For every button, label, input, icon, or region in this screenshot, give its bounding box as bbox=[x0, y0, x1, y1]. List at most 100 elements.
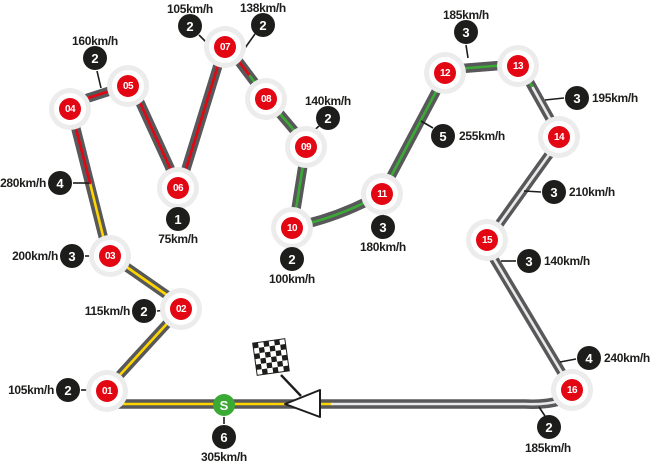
corner-06-number: 06 bbox=[173, 183, 184, 194]
gear-badge bbox=[542, 180, 566, 204]
corner-10-number: 10 bbox=[287, 223, 298, 234]
gear-number: 3 bbox=[68, 249, 75, 264]
start-letter: S bbox=[220, 398, 229, 413]
corner-02-marker bbox=[170, 298, 192, 320]
gear-number: 4 bbox=[585, 351, 593, 366]
corner-11-number: 11 bbox=[377, 189, 388, 200]
gear-number: 2 bbox=[186, 19, 193, 34]
gear-number: 2 bbox=[545, 420, 552, 435]
flag-cell bbox=[254, 353, 261, 360]
speed-label: 115km/h bbox=[85, 304, 130, 318]
corner-12-number: 12 bbox=[440, 68, 451, 79]
gear-badge bbox=[454, 20, 478, 44]
flag-cell bbox=[255, 363, 262, 370]
speed-label: 240km/h bbox=[604, 351, 650, 365]
flag-cell bbox=[267, 367, 274, 374]
speed-label: 105km/h bbox=[8, 383, 54, 397]
corner-07-number: 07 bbox=[220, 42, 231, 53]
flag-cell bbox=[274, 344, 281, 351]
flag-cell bbox=[269, 345, 276, 352]
gear-number: 3 bbox=[550, 185, 557, 200]
flag-cell bbox=[268, 340, 275, 347]
corner-15-marker bbox=[476, 229, 498, 251]
marker-pointer-line bbox=[538, 406, 546, 417]
corner-09-number: 09 bbox=[301, 142, 312, 153]
gear-badge bbox=[316, 106, 340, 130]
flag-cell bbox=[260, 357, 267, 364]
flag-cell bbox=[263, 340, 270, 348]
flag-cell bbox=[281, 354, 288, 361]
speed-label: 255km/h bbox=[459, 129, 505, 143]
flag-cell bbox=[274, 339, 281, 346]
gear-number: 2 bbox=[140, 304, 147, 319]
corner-16-number: 16 bbox=[567, 385, 578, 396]
gear-badge bbox=[517, 249, 541, 273]
start-marker bbox=[213, 394, 235, 416]
flag-cell bbox=[275, 350, 282, 357]
flag-cell bbox=[270, 356, 278, 363]
flag-cell bbox=[258, 347, 265, 354]
corner-06-marker bbox=[167, 177, 189, 199]
gear-badge bbox=[132, 299, 156, 323]
direction-arrow-icon bbox=[284, 389, 321, 418]
flag-cell bbox=[266, 362, 273, 369]
gear-number: 2 bbox=[64, 383, 71, 398]
flag-cell bbox=[256, 369, 263, 376]
corner-05-marker bbox=[117, 75, 139, 97]
corner-01-marker bbox=[96, 380, 118, 402]
marker-pointer-line bbox=[465, 44, 469, 59]
corner-11-marker bbox=[371, 183, 393, 205]
speed-label: 200km/h bbox=[12, 249, 58, 263]
gear-number: 3 bbox=[462, 25, 469, 40]
speed-label: 185km/h bbox=[443, 8, 489, 22]
gear-number: 6 bbox=[220, 430, 227, 445]
gear-badge bbox=[48, 171, 72, 195]
speed-label: 140km/h bbox=[305, 94, 351, 108]
marker-pointer-line bbox=[559, 358, 577, 363]
speed-label: 138km/h bbox=[240, 1, 286, 15]
flag-cell bbox=[253, 347, 260, 354]
flag-cell bbox=[276, 355, 283, 362]
gear-number: 1 bbox=[174, 212, 181, 227]
corner-08-marker bbox=[255, 88, 277, 110]
flag-cell bbox=[270, 350, 277, 358]
gear-badge bbox=[431, 124, 455, 148]
flag-cell bbox=[272, 366, 279, 374]
corner-10-marker bbox=[281, 217, 303, 239]
gear-badge bbox=[251, 13, 275, 37]
flag-cell bbox=[258, 341, 265, 348]
flag-cell bbox=[264, 346, 271, 353]
gear-number: 2 bbox=[288, 252, 295, 267]
speed-label: 185km/h bbox=[525, 441, 571, 455]
gear-badge bbox=[577, 346, 601, 370]
speed-label: 140km/h bbox=[544, 254, 590, 268]
corner-04-number: 04 bbox=[65, 104, 76, 115]
speed-label: 160km/h bbox=[72, 34, 118, 48]
flag-cell bbox=[277, 360, 284, 367]
marker-pointer-line bbox=[523, 190, 542, 193]
gear-badge bbox=[565, 86, 589, 110]
gear-badge bbox=[83, 46, 107, 70]
finish-flag-pointer bbox=[280, 374, 302, 397]
gear-badge bbox=[212, 425, 236, 449]
flag-cell bbox=[279, 338, 286, 345]
finish-flag-icon bbox=[252, 338, 290, 376]
speed-label: 280km/h bbox=[0, 176, 46, 190]
marker-pointer-line bbox=[96, 70, 102, 89]
corner-14-number: 14 bbox=[554, 132, 565, 143]
flag-cell bbox=[261, 368, 268, 375]
flag-cell bbox=[264, 351, 272, 358]
speed-label: 305km/h bbox=[201, 450, 247, 464]
gear-number: 4 bbox=[56, 176, 64, 191]
corner-12-marker bbox=[434, 62, 456, 84]
flag-cell bbox=[261, 363, 268, 370]
corner-05-number: 05 bbox=[123, 81, 134, 92]
corner-08-number: 08 bbox=[261, 94, 272, 105]
corner-02-number: 02 bbox=[176, 304, 187, 315]
gear-badge bbox=[166, 207, 190, 231]
flag-cell bbox=[282, 360, 289, 367]
gear-badge bbox=[56, 378, 80, 402]
gear-number: 2 bbox=[259, 18, 266, 33]
